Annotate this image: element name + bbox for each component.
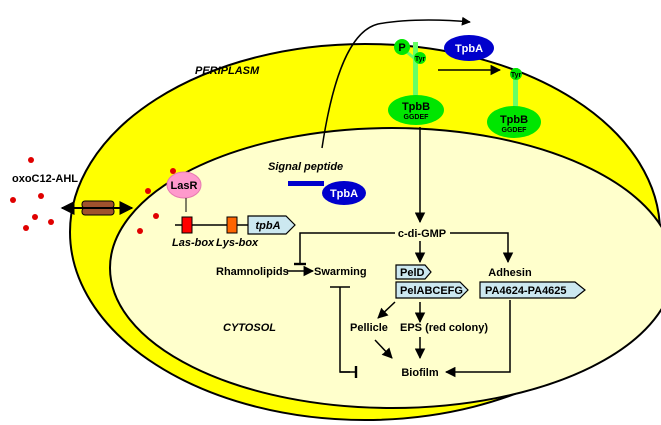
- eps-label: EPS (red colony): [400, 322, 488, 334]
- pellicle-to-biofilm-arrow: [374, 339, 393, 359]
- cdigmp-to-adhesin-arrow: [450, 232, 514, 264]
- pel-to-pellicle-arrow: [377, 301, 396, 319]
- adhesin-to-biofilm-arrow: [444, 300, 511, 378]
- tpba-cytosol-label: TpbA: [330, 188, 358, 200]
- las-box: [181, 216, 193, 234]
- tpba-gene-arrow: [247, 215, 296, 235]
- peld-label: PelD: [400, 267, 425, 279]
- phospho-p-label: P: [398, 42, 405, 54]
- pellicle-label: Pellicle: [350, 322, 388, 334]
- ahl-molecules: [10, 157, 176, 234]
- pa-genes-label: PA4624-PA4625: [485, 285, 567, 297]
- pelabcefg-arrow-shape: [395, 281, 469, 299]
- tpbb2-label: TpbB: [500, 114, 528, 126]
- las-box-label: Las-box: [172, 237, 215, 249]
- signal-peptide-label: Signal peptide: [268, 161, 343, 173]
- tpba-gene-label: tpbA: [255, 220, 280, 232]
- cdigmp-label: c-di-GMP: [398, 228, 446, 240]
- ahl-label: oxoC12-AHL: [12, 173, 78, 185]
- pelabcefg-label: PelABCEFG: [400, 285, 463, 297]
- cdigmp-inhibits-swarming: [294, 232, 340, 266]
- swarming-label: Swarming: [314, 266, 367, 278]
- tpbb-label: TpbB: [402, 101, 430, 113]
- tpbb-dephosphorylated: [487, 68, 541, 138]
- pa-genes-arrow-shape: [479, 281, 586, 299]
- rhamnolipids-label: Rhamnolipids: [216, 266, 289, 278]
- adhesin-label: Adhesin: [488, 267, 532, 279]
- tpbb-domain-label: GGDEF: [404, 114, 430, 121]
- biofilm-label: Biofilm: [401, 367, 438, 379]
- tpbb2-domain-label: GGDEF: [502, 127, 528, 134]
- cytosol-label: CYTOSOL: [223, 322, 276, 334]
- tpba-cytosol: [322, 181, 366, 205]
- tpba-periplasm-label: TpbA: [455, 43, 483, 55]
- export-arrow: [321, 16, 471, 149]
- lys-box: [226, 216, 238, 234]
- lys-box-label: Lys-box: [216, 237, 259, 249]
- lasr-protein: [166, 171, 202, 199]
- tpba-periplasm: [444, 35, 494, 61]
- periplasm-label: PERIPLASM: [195, 65, 260, 77]
- cytosol: [109, 127, 661, 409]
- tpbb-tyr-label: Tyr: [415, 56, 426, 63]
- tpbb2-tyr-label: Tyr: [511, 72, 522, 79]
- lasr-label: LasR: [171, 180, 198, 192]
- tpbb-phosphorylated: [388, 39, 444, 125]
- peld-arrow-shape: [395, 264, 432, 280]
- signal-peptide: [288, 181, 324, 186]
